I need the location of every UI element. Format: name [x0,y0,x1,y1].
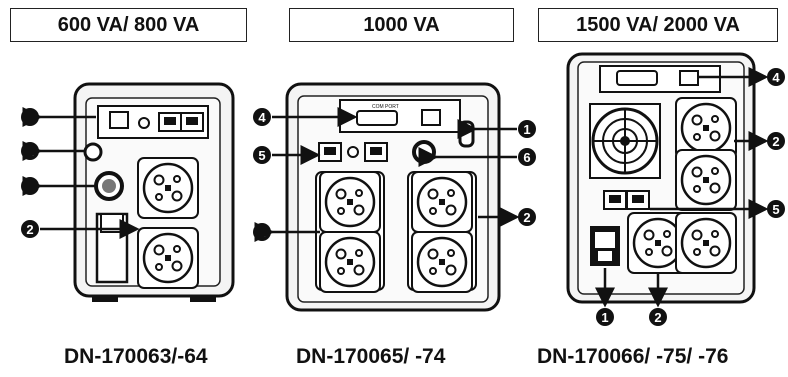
svg-text:2: 2 [26,222,33,237]
svg-text:6: 6 [523,150,530,165]
callout-2: 2 [734,131,785,151]
ac-socket [318,170,382,234]
ac-socket [410,230,474,294]
svg-text:2: 2 [258,225,265,240]
svg-text:6: 6 [26,179,33,194]
usb-port [421,109,441,126]
rj45-port [626,190,650,210]
callout-5: 5 [650,199,785,219]
ac-socket [674,211,738,275]
ac-socket [136,156,200,220]
ups-unit-1 [73,82,235,302]
ac-socket [410,170,474,234]
svg-text:2: 2 [772,134,779,149]
ups-unit-3 [566,52,756,304]
svg-text:COM PORT: COM PORT [372,104,399,110]
panel-2-title: 1000 VA [289,8,514,42]
breaker-icon [458,120,475,148]
ac-socket [674,148,738,212]
panel-1-model: DN-170063/-64 [64,345,208,368]
callout-2: 2 [478,207,536,227]
breaker-icon [83,142,103,162]
svg-text:1: 1 [26,144,33,159]
rj45-port [180,112,204,132]
callout-2: 2 [648,272,668,326]
callout-1: 1 [457,119,536,139]
svg-text:5: 5 [772,202,779,217]
panel-1-title: 600 VA/ 800 VA [10,8,247,42]
callout-1: 1 [595,268,615,326]
rj45-port [158,112,182,132]
ac-socket [318,230,382,294]
svg-text:5: 5 [258,148,265,163]
svg-text:2: 2 [654,310,661,325]
svg-text:3: 3 [26,110,33,125]
svg-text:4: 4 [258,110,266,125]
rj45-port [318,142,342,162]
callout-5: 5 [253,145,321,165]
usb-port [679,70,699,86]
svg-text:1: 1 [601,310,608,325]
rj45-port [603,190,627,210]
callout-4: 4 [697,67,785,87]
panel-3-title: 1500 VA/ 2000 VA [538,8,778,42]
callout-2: 2 [21,219,140,239]
callout-3: 3 [21,107,96,127]
panel-2-model: DN-170065/ -74 [296,345,446,368]
com-port [616,70,658,86]
svg-text:1: 1 [523,122,530,137]
panel-3-model: DN-170066/ -75/ -76 [537,345,729,368]
callout-6: 6 [21,176,95,196]
rj45-port [364,142,388,162]
com-port [356,110,398,126]
callout-6: 6 [418,147,536,167]
usb-port [109,111,129,129]
callout-2: 2 [253,222,320,242]
callout-4: 4 [253,107,358,127]
callout-1: 1 [21,141,84,161]
svg-text:4: 4 [772,70,780,85]
ac-socket [136,226,200,290]
svg-text:2: 2 [523,210,530,225]
